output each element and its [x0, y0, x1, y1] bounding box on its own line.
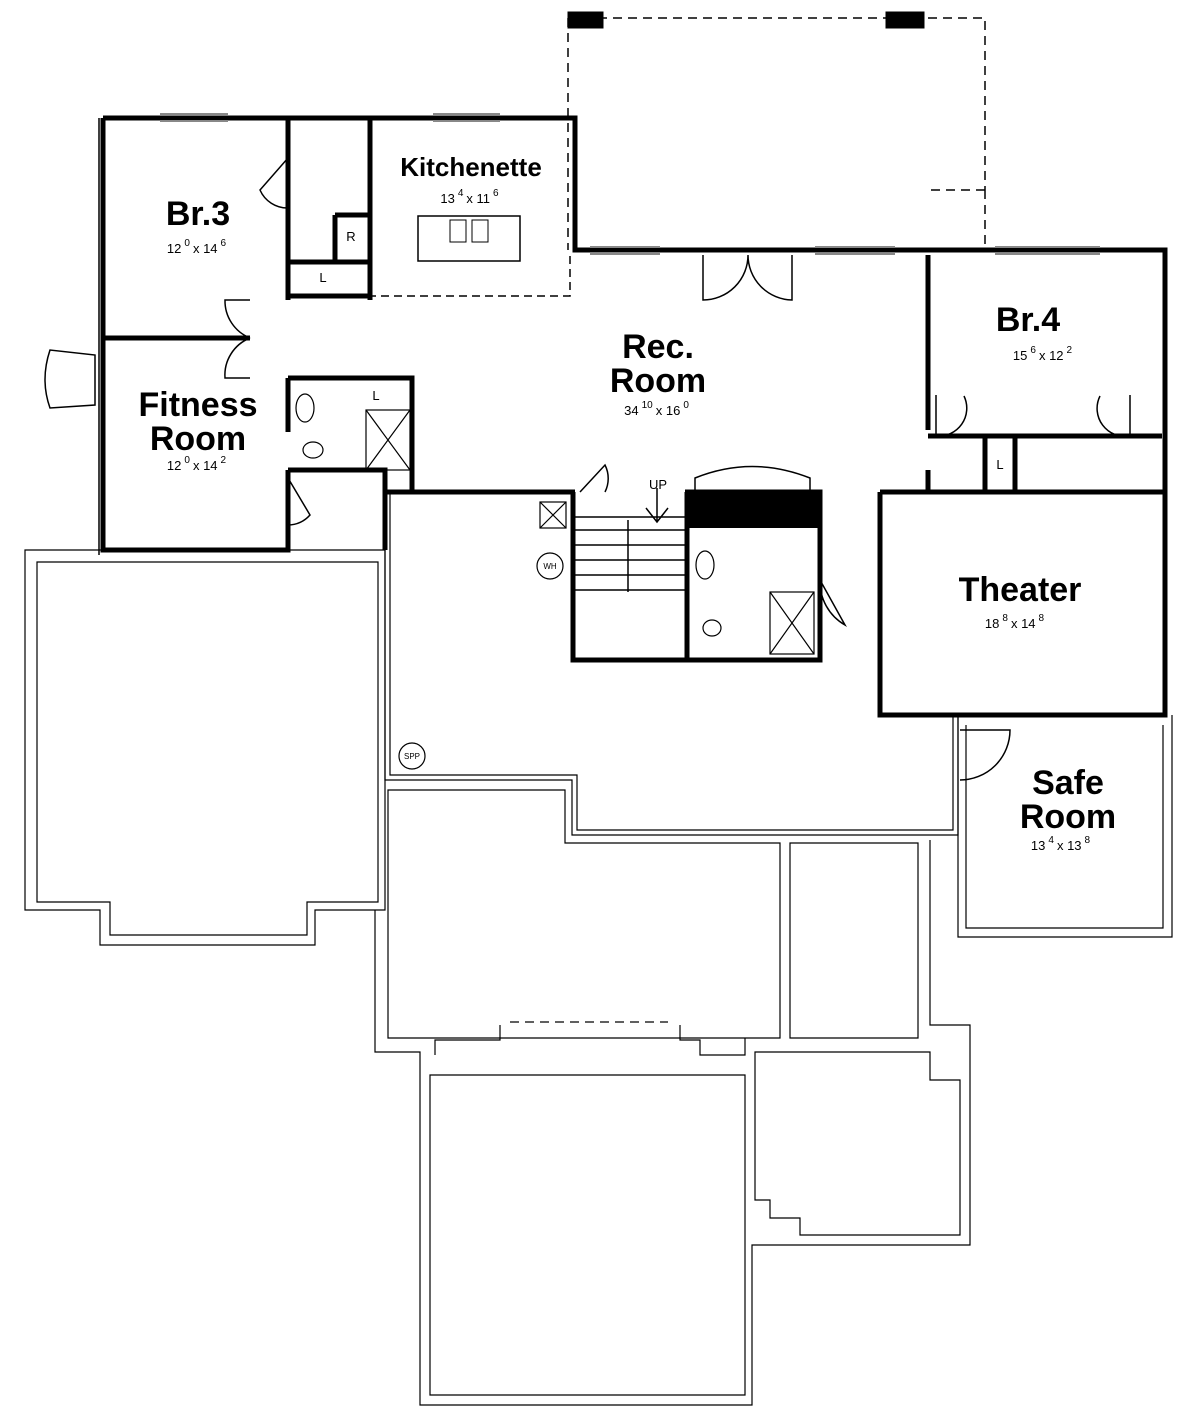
room-name-br3: Br.3 — [165, 195, 231, 233]
linen-label: L — [996, 457, 1004, 472]
foundation-outlines — [24, 492, 1173, 1406]
stairs — [575, 465, 811, 592]
windows — [160, 113, 1100, 255]
sump-pump-icon — [398, 742, 426, 770]
patio-outline — [567, 17, 986, 250]
linen-label: L — [372, 388, 380, 403]
stairs-up-label: UP — [648, 477, 668, 492]
doors — [44, 157, 1131, 781]
refrigerator-label: R — [346, 229, 356, 244]
room-name-kitchenette: Kitchenette — [400, 152, 542, 182]
room-name-theater: Theater — [958, 571, 1082, 609]
room-name-br4: Br.4 — [995, 301, 1061, 339]
water-heater-icon — [536, 552, 564, 580]
water-heater-label: WH — [543, 562, 557, 571]
room-name-rec-room: Rec.Room — [609, 328, 707, 400]
linen-label: L — [319, 270, 327, 285]
sump-pump-label: SPP — [403, 752, 421, 761]
